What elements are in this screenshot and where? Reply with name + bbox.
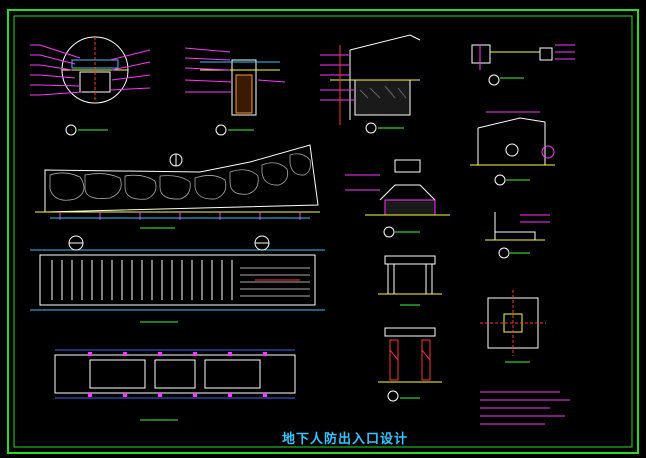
- notes-list: [480, 391, 570, 425]
- elevation-column-red: [378, 327, 442, 402]
- plan-frame-grid: [54, 349, 296, 421]
- elevation-frame-small: [378, 255, 442, 306]
- detail-beam-right: [485, 212, 550, 259]
- plan-column-base: [480, 290, 546, 363]
- plan-canopy-top: [30, 235, 325, 323]
- outer-frame: [7, 9, 639, 454]
- detail-small-top-right: [471, 44, 575, 86]
- detail-circle-top-left: [30, 36, 151, 136]
- inner-frame: [13, 15, 633, 448]
- section-step-detail: [345, 159, 450, 238]
- elevation-stone-wall: [35, 144, 320, 229]
- drawing-title: 地下人防出入口设计: [282, 432, 409, 447]
- section-wall-base: [184, 47, 286, 136]
- canopy-section-right: [470, 111, 555, 186]
- section-canopy-edge: [320, 34, 421, 134]
